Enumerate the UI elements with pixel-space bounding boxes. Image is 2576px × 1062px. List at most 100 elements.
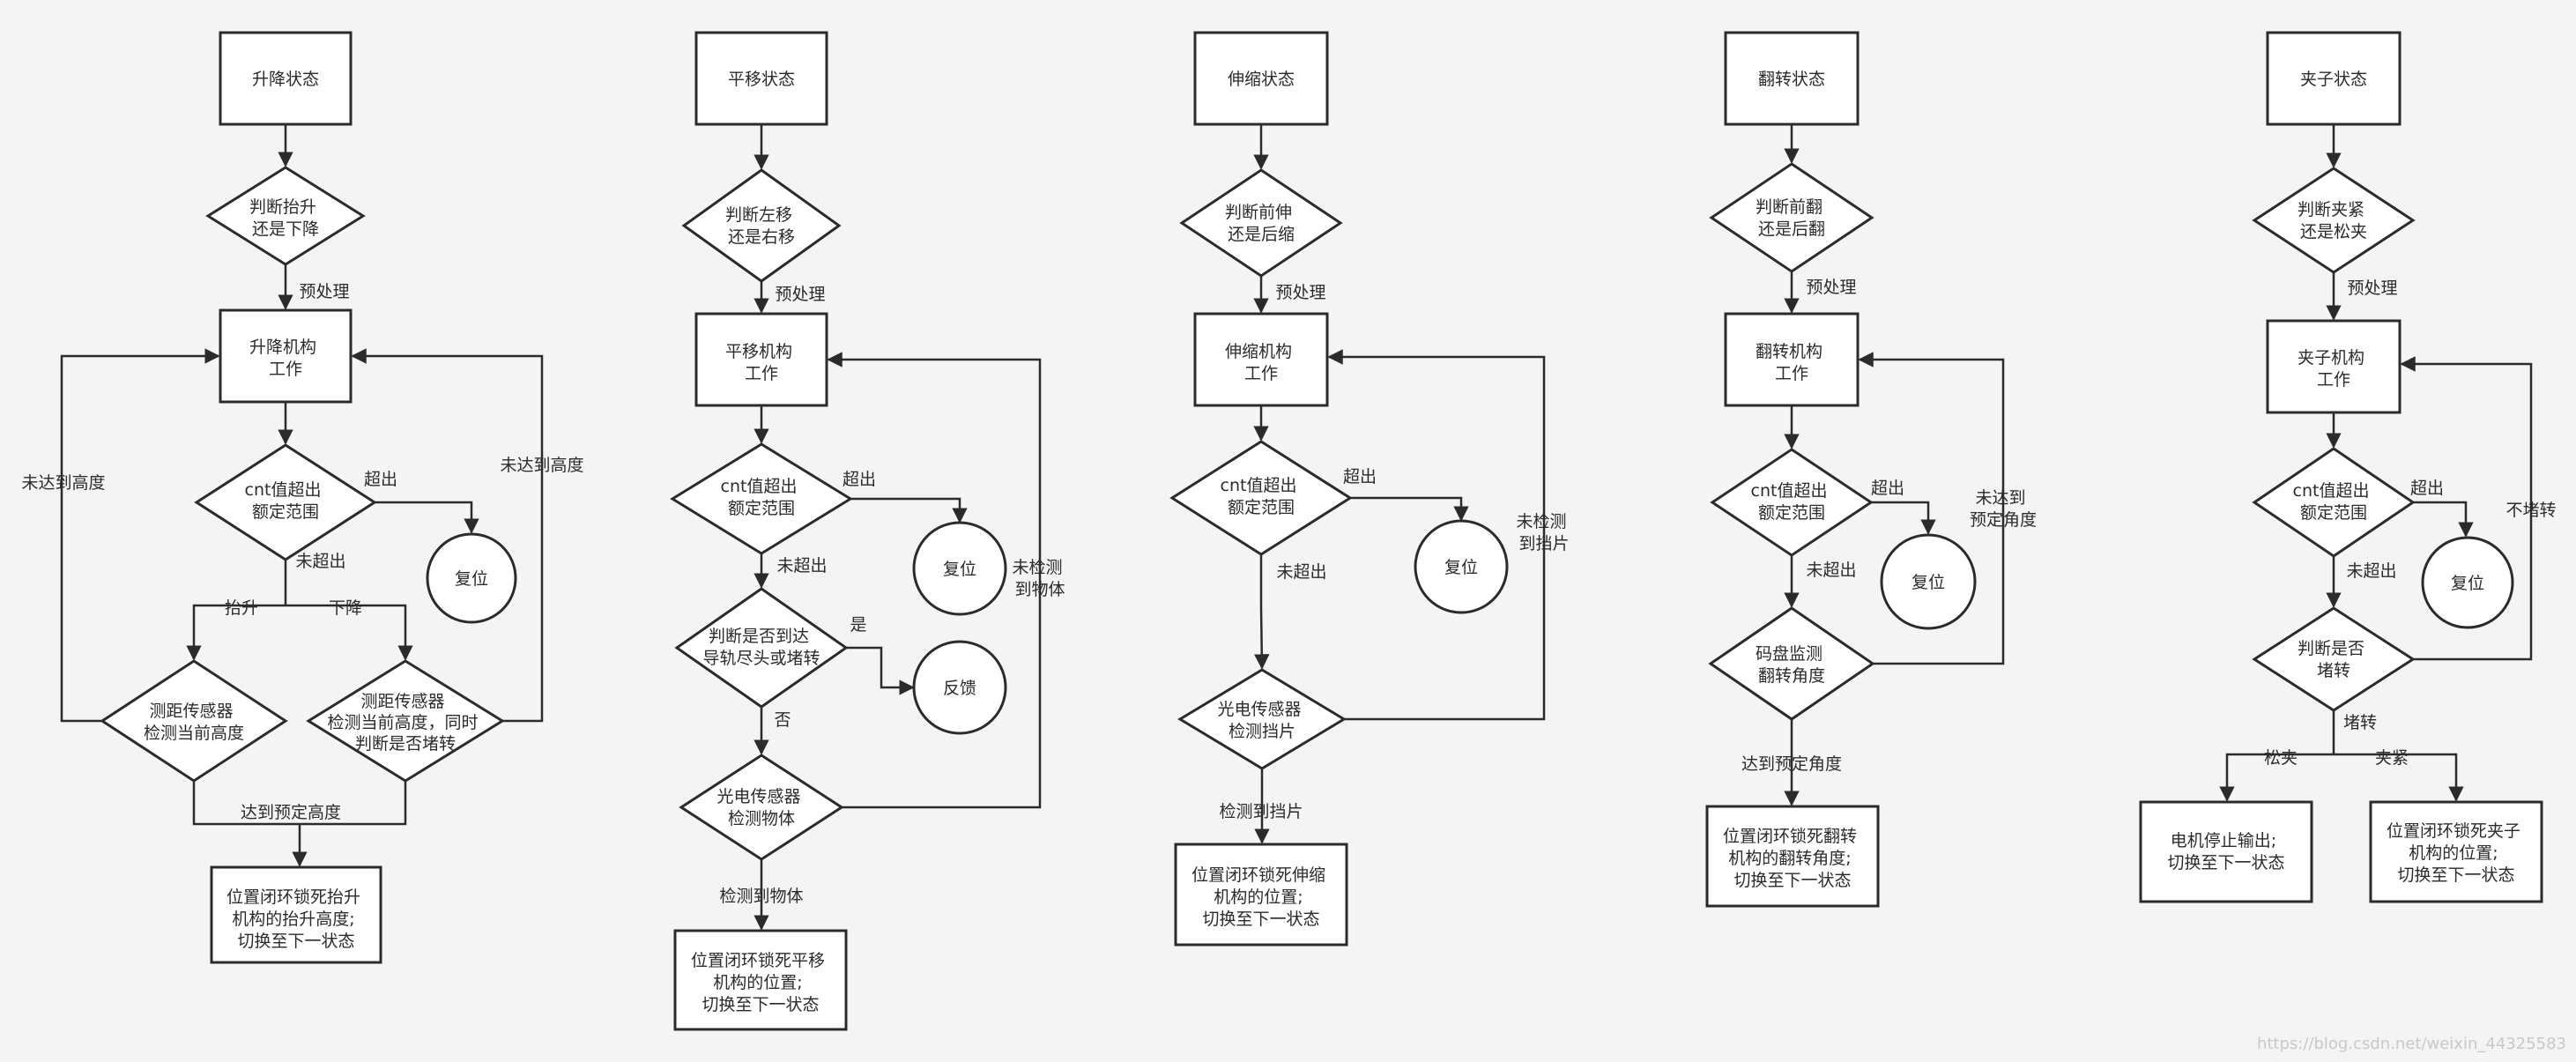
- lift-sensor-left-diamond: [100, 659, 288, 783]
- lift-not-reached-right-label: 未达到高度: [500, 456, 583, 475]
- clamp-preprocess-label: 预处理: [2347, 278, 2397, 298]
- clamp-end-left-box: [2139, 800, 2313, 903]
- extend-judge-text: 判断前伸 还是后缩: [1225, 203, 1297, 244]
- translate-start-text: 平移状态: [728, 70, 795, 89]
- flip-work-box: [1724, 312, 1860, 407]
- translate-not-exceed-label: 未超出: [776, 556, 827, 576]
- flip-start-text: 翻转状态: [1758, 70, 1825, 89]
- flip-end-box: [1705, 805, 1880, 908]
- clamp-judge-text: 判断夹紧 还是松夹: [2298, 200, 2370, 241]
- lift-lower-label: 下降: [329, 598, 362, 618]
- flip-work-text: 翻转机构 工作: [1756, 342, 1828, 383]
- clamp-cnt-text: cnt值超出 额定范围: [2293, 481, 2375, 523]
- lift-exceed-label: 超出: [364, 470, 397, 489]
- lift-work-text: 升降机构 工作: [249, 338, 322, 379]
- flip-end-text: 位置闭环锁死翻转 机构的翻转角度; 切换至下一状态: [1723, 827, 1862, 890]
- extend-start-text: 伸缩状态: [1228, 70, 1295, 89]
- clamp-end-left-text: 电机停止输出; 切换至下一状态: [2167, 831, 2284, 873]
- extend-end-box: [1174, 843, 1348, 947]
- translate-rail-text: 判断是否到达 导轨尽头或堵转: [702, 627, 820, 668]
- clamp-stall-label: 堵转: [2343, 713, 2377, 732]
- translate-yes-label: 是: [850, 615, 866, 635]
- watermark-text: https://blog.csdn.net/weixin_44325583: [2257, 1035, 2566, 1053]
- extend-start-box: [1193, 31, 1329, 126]
- lift-not-exceed-label: 未超出: [295, 552, 345, 571]
- flip-preprocess-label: 预处理: [1806, 278, 1856, 297]
- clamp-start-text: 夹子状态: [2300, 70, 2367, 89]
- extend-judge-diamond: [1179, 168, 1343, 278]
- flip-reached-label: 达到预定角度: [1741, 754, 1842, 774]
- translate-exceed-label: 超出: [843, 470, 876, 489]
- translate-sensor-diamond: [679, 754, 844, 861]
- extend-sensor-diamond: [1177, 668, 1347, 770]
- clamp-start-box: [2266, 31, 2402, 126]
- extend-end-text: 位置闭环锁死伸缩 机构的位置; 切换至下一状态: [1191, 865, 1331, 929]
- lift-sensor-left-text: 测距传感器 检测当前高度: [144, 702, 244, 743]
- extend-exceed-label: 超出: [1343, 467, 1377, 486]
- flip-judge-diamond: [1709, 162, 1874, 273]
- flow-flip: 翻转状态 判断前翻 还是后翻 预处理 翻转机构 工作 cnt值超出 额定范围 超…: [1705, 31, 2037, 908]
- clamp-reset-text: 复位: [2451, 574, 2484, 593]
- translate-judge-text: 判断左移 还是右移: [725, 205, 798, 247]
- clamp-clamp-label: 夹紧: [2375, 748, 2409, 768]
- translate-detected-label: 检测到物体: [719, 887, 803, 906]
- extend-sensor-text: 光电传感器 检测挡片: [1217, 700, 1306, 741]
- extend-work-box: [1193, 312, 1329, 407]
- extend-not-detected-text: 未检测 到挡片: [1516, 512, 1571, 553]
- clamp-not-exceed-label: 未超出: [2346, 561, 2396, 581]
- clamp-exceed-label: 超出: [2410, 479, 2444, 498]
- translate-reset-circle: [912, 521, 1007, 616]
- translate-sensor-text: 光电传感器 检测物体: [716, 787, 805, 828]
- clamp-work-box: [2266, 319, 2402, 414]
- lift-reached-label: 达到预定高度: [241, 803, 341, 822]
- translate-start-box: [694, 31, 828, 126]
- lift-start-box: [219, 31, 353, 126]
- lift-preprocess-label: 预处理: [299, 282, 349, 301]
- flip-reset-circle: [1880, 533, 1977, 630]
- translate-no-label: 否: [774, 710, 791, 730]
- translate-preprocess-label: 预处理: [775, 285, 825, 304]
- clamp-release-label: 松夹: [2264, 748, 2298, 768]
- translate-judge-diamond: [681, 168, 842, 283]
- translate-work-box: [694, 312, 828, 407]
- flow-extend: 伸缩状态 判断前伸 还是后缩 预处理 伸缩机构 工作 cnt值超出 额定范围 超…: [1169, 31, 1571, 947]
- translate-end-text: 位置闭环锁死平移 机构的位置; 切换至下一状态: [691, 951, 830, 1014]
- translate-not-detected-text: 未检测 到物体: [1012, 558, 1067, 599]
- clamp-cnt-diamond: [2252, 447, 2416, 558]
- lift-raise-label: 抬升: [225, 598, 258, 618]
- flip-encoder-diamond: [1708, 606, 1875, 721]
- lift-sensor-right-text: 测距传感器 检测当前高度，同时 判断是否堵转: [327, 692, 483, 754]
- lift-reset-circle: [426, 532, 517, 624]
- translate-rail-diamond: [674, 587, 849, 709]
- flip-encoder-text: 码盘监测 翻转角度: [1756, 644, 1828, 686]
- translate-work-text: 平移机构 工作: [725, 342, 798, 383]
- clamp-not-stall-label: 不堵转: [2505, 501, 2556, 520]
- flip-cnt-diamond: [1710, 448, 1874, 557]
- clamp-end-right-text: 位置闭环锁死夹子 机构的位置; 切换至下一状态: [2387, 821, 2526, 885]
- lift-not-reached-left-label: 未达到高度: [21, 473, 105, 493]
- flip-judge-text: 判断前翻 还是后翻: [1756, 197, 1828, 239]
- flip-exceed-label: 超出: [1871, 479, 1904, 498]
- flip-not-reached-text: 未达到 预定角度: [1970, 488, 2037, 530]
- translate-feedback-circle: [912, 640, 1007, 735]
- clamp-stall-text: 判断是否 堵转: [2298, 639, 2370, 680]
- extend-not-exceed-label: 未超出: [1276, 562, 1326, 582]
- clamp-end-right-box: [2369, 800, 2543, 903]
- clamp-work-text: 夹子机构 工作: [2298, 348, 2370, 390]
- translate-reset-text: 复位: [943, 560, 976, 579]
- extend-cnt-text: cnt值超出 额定范围: [1221, 476, 1303, 517]
- flip-cnt-text: cnt值超出 额定范围: [1751, 481, 1833, 523]
- clamp-judge-diamond: [2252, 167, 2416, 274]
- translate-feedback-text: 反馈: [943, 679, 976, 698]
- lift-reset-text: 复位: [455, 569, 488, 589]
- extend-detected-label: 检测到挡片: [1219, 802, 1303, 821]
- flip-not-exceed-label: 未超出: [1806, 561, 1856, 580]
- flow-clamp: 夹子状态 判断夹紧 还是松夹 预处理 夹子机构 工作 cnt值超出 额定范围 超…: [2139, 31, 2557, 903]
- lift-end-text: 位置闭环锁死抬升 机构的抬升高度; 切换至下一状态: [226, 887, 366, 951]
- extend-reset-circle: [1414, 519, 1509, 614]
- flow-translate: 平移状态 判断左移 还是右移 预处理 平移机构 工作 cnt值超出 额定范围 超…: [670, 31, 1067, 1031]
- clamp-stall-diamond: [2252, 606, 2416, 712]
- flip-reset-text: 复位: [1912, 573, 1945, 592]
- translate-cnt-text: cnt值超出 额定范围: [721, 477, 803, 518]
